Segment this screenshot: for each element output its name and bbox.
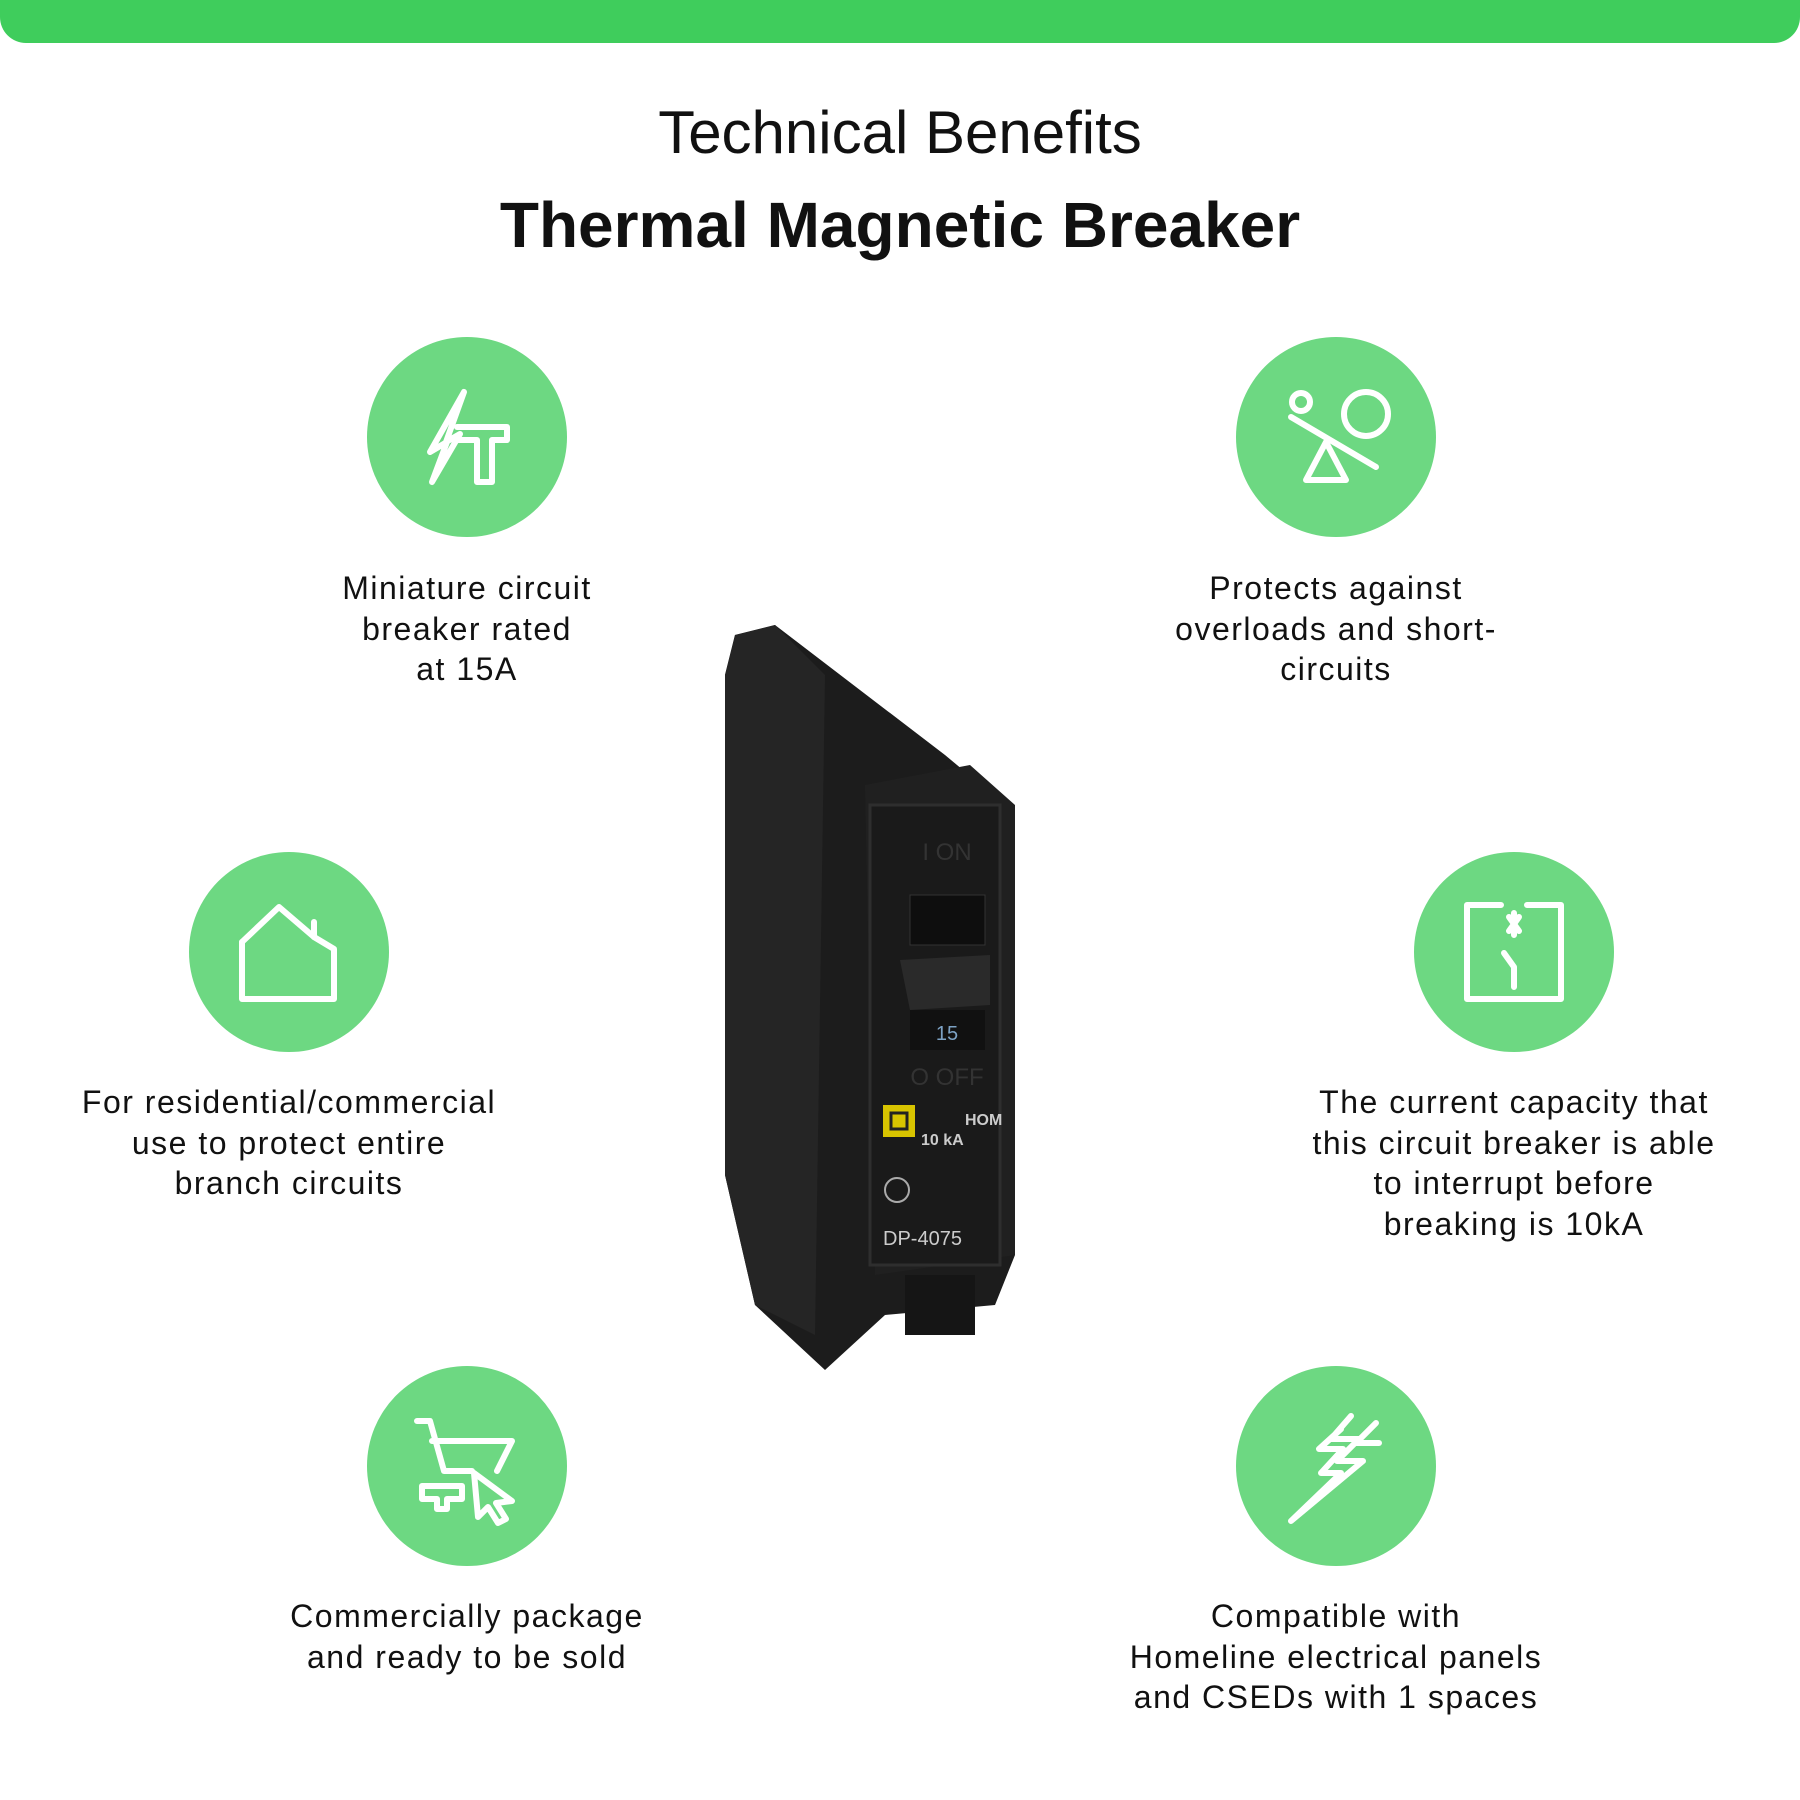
catalog-number: DP-4075 [883,1228,962,1250]
shopping-cart-cursor-icon [367,1366,567,1566]
benefit-caption: For residential/commercial use to protec… [81,1084,497,1201]
page-title: Technical Benefits [658,99,1142,166]
house-icon [189,852,389,1052]
off-label: O OFF [910,1064,983,1091]
benefit-caption: Compatible with Homeline electrical pane… [1129,1598,1543,1715]
ka-label: 10 kA [921,1132,964,1149]
page-subtitle: Thermal Magnetic Breaker [499,189,1301,261]
circuit-switch-icon [1414,852,1614,1052]
double-lightning-icon [1236,1366,1436,1566]
balance-seesaw-icon [1236,337,1436,537]
amp-rating: 15 [936,1023,958,1045]
benefit-caption: Commercially package and ready to be sol… [290,1598,644,1675]
on-label: I ON [922,839,971,866]
top-accent-bar [0,0,1800,43]
benefit-caption: The current capacity that this circuit b… [1312,1084,1716,1242]
benefit-caption: Protects against overloads and short- ci… [1175,570,1497,687]
lightning-tower-icon [367,337,567,537]
type-label: HOM [965,1112,1002,1129]
benefit-caption: Miniature circuit breaker rated at 15A [342,570,592,687]
circuit-breaker-image: 15 I ON O OFF HOM 10 kA DP-4075 [725,625,1015,1370]
